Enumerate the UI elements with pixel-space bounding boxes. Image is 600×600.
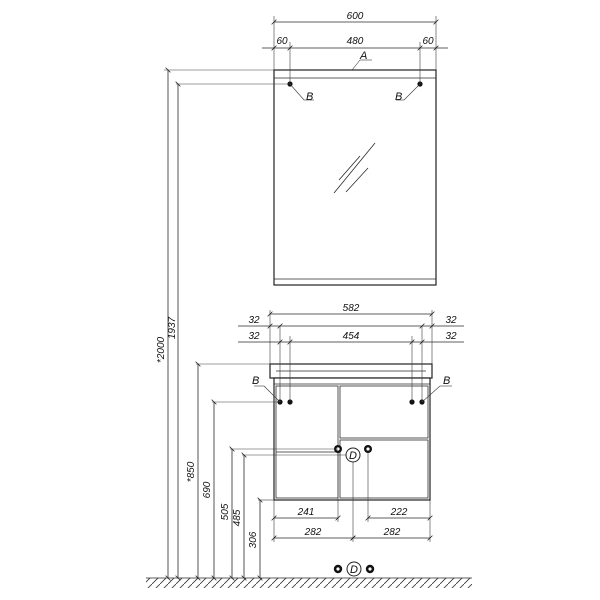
cabinet-bottom-dimensions: 241 222 282 282: [271, 453, 433, 542]
floor-hatching: [146, 578, 472, 588]
cabinet-drawer-bottom: [339, 439, 429, 499]
dim-height-2000: *2000: [156, 336, 167, 363]
dim-height-306: 306: [248, 531, 259, 548]
height-dimensions: *2000 1937 *850 690 505 485 306: [156, 67, 346, 581]
dim-mirror-480: 480: [347, 36, 364, 47]
mirror-dimensions: 600 60 480 60: [262, 11, 448, 84]
cabinet-drawer-top: [339, 385, 429, 439]
label-b-mirror-right: B: [395, 91, 402, 103]
dim-mirror-edge-left: 60: [276, 36, 288, 47]
label-d-floor: D: [350, 564, 358, 576]
leader-b-right: [403, 83, 421, 101]
floor: D: [146, 561, 472, 588]
mirror-glass-reflection: [333, 142, 376, 194]
dim-height-1937: 1937: [167, 316, 178, 339]
dim-height-505: 505: [220, 503, 231, 520]
label-b-cabinet-left: B: [252, 375, 259, 387]
dim-cabinet-32-bottom-left: 32: [248, 331, 260, 342]
mirror: B B A: [273, 50, 437, 286]
leader-a: [351, 59, 361, 71]
cabinet-door-left: [275, 385, 339, 499]
label-b-cabinet-right: B: [443, 375, 450, 387]
mirror-frame: [273, 69, 437, 286]
dim-cabinet-282-left: 282: [304, 527, 322, 538]
dim-mirror-600: 600: [347, 11, 364, 22]
dim-cabinet-32-top-left: 32: [248, 315, 260, 326]
dim-cabinet-222: 222: [390, 507, 408, 518]
dim-cabinet-454: 454: [343, 331, 360, 342]
vanity-unit: B B D: [252, 363, 452, 501]
dim-height-485: 485: [232, 509, 243, 526]
label-b-mirror-left: B: [306, 91, 313, 103]
cabinet-top-dimensions: 582 32 32 32 454 32: [238, 303, 464, 402]
label-a: A: [359, 50, 367, 62]
dim-cabinet-582: 582: [343, 303, 360, 314]
label-d-cabinet: D: [349, 450, 357, 462]
cabinet-body: [273, 377, 431, 501]
dim-cabinet-32-top-right: 32: [445, 315, 457, 326]
leader-b-left: [289, 83, 305, 101]
dim-height-690: 690: [202, 481, 213, 498]
dim-cabinet-241: 241: [297, 507, 315, 518]
dim-mirror-edge-right: 60: [422, 36, 434, 47]
floor-drain: [346, 561, 362, 577]
dim-height-850: *850: [186, 461, 197, 482]
dim-cabinet-282-right: 282: [383, 527, 401, 538]
dim-cabinet-32-bottom-right: 32: [445, 331, 457, 342]
